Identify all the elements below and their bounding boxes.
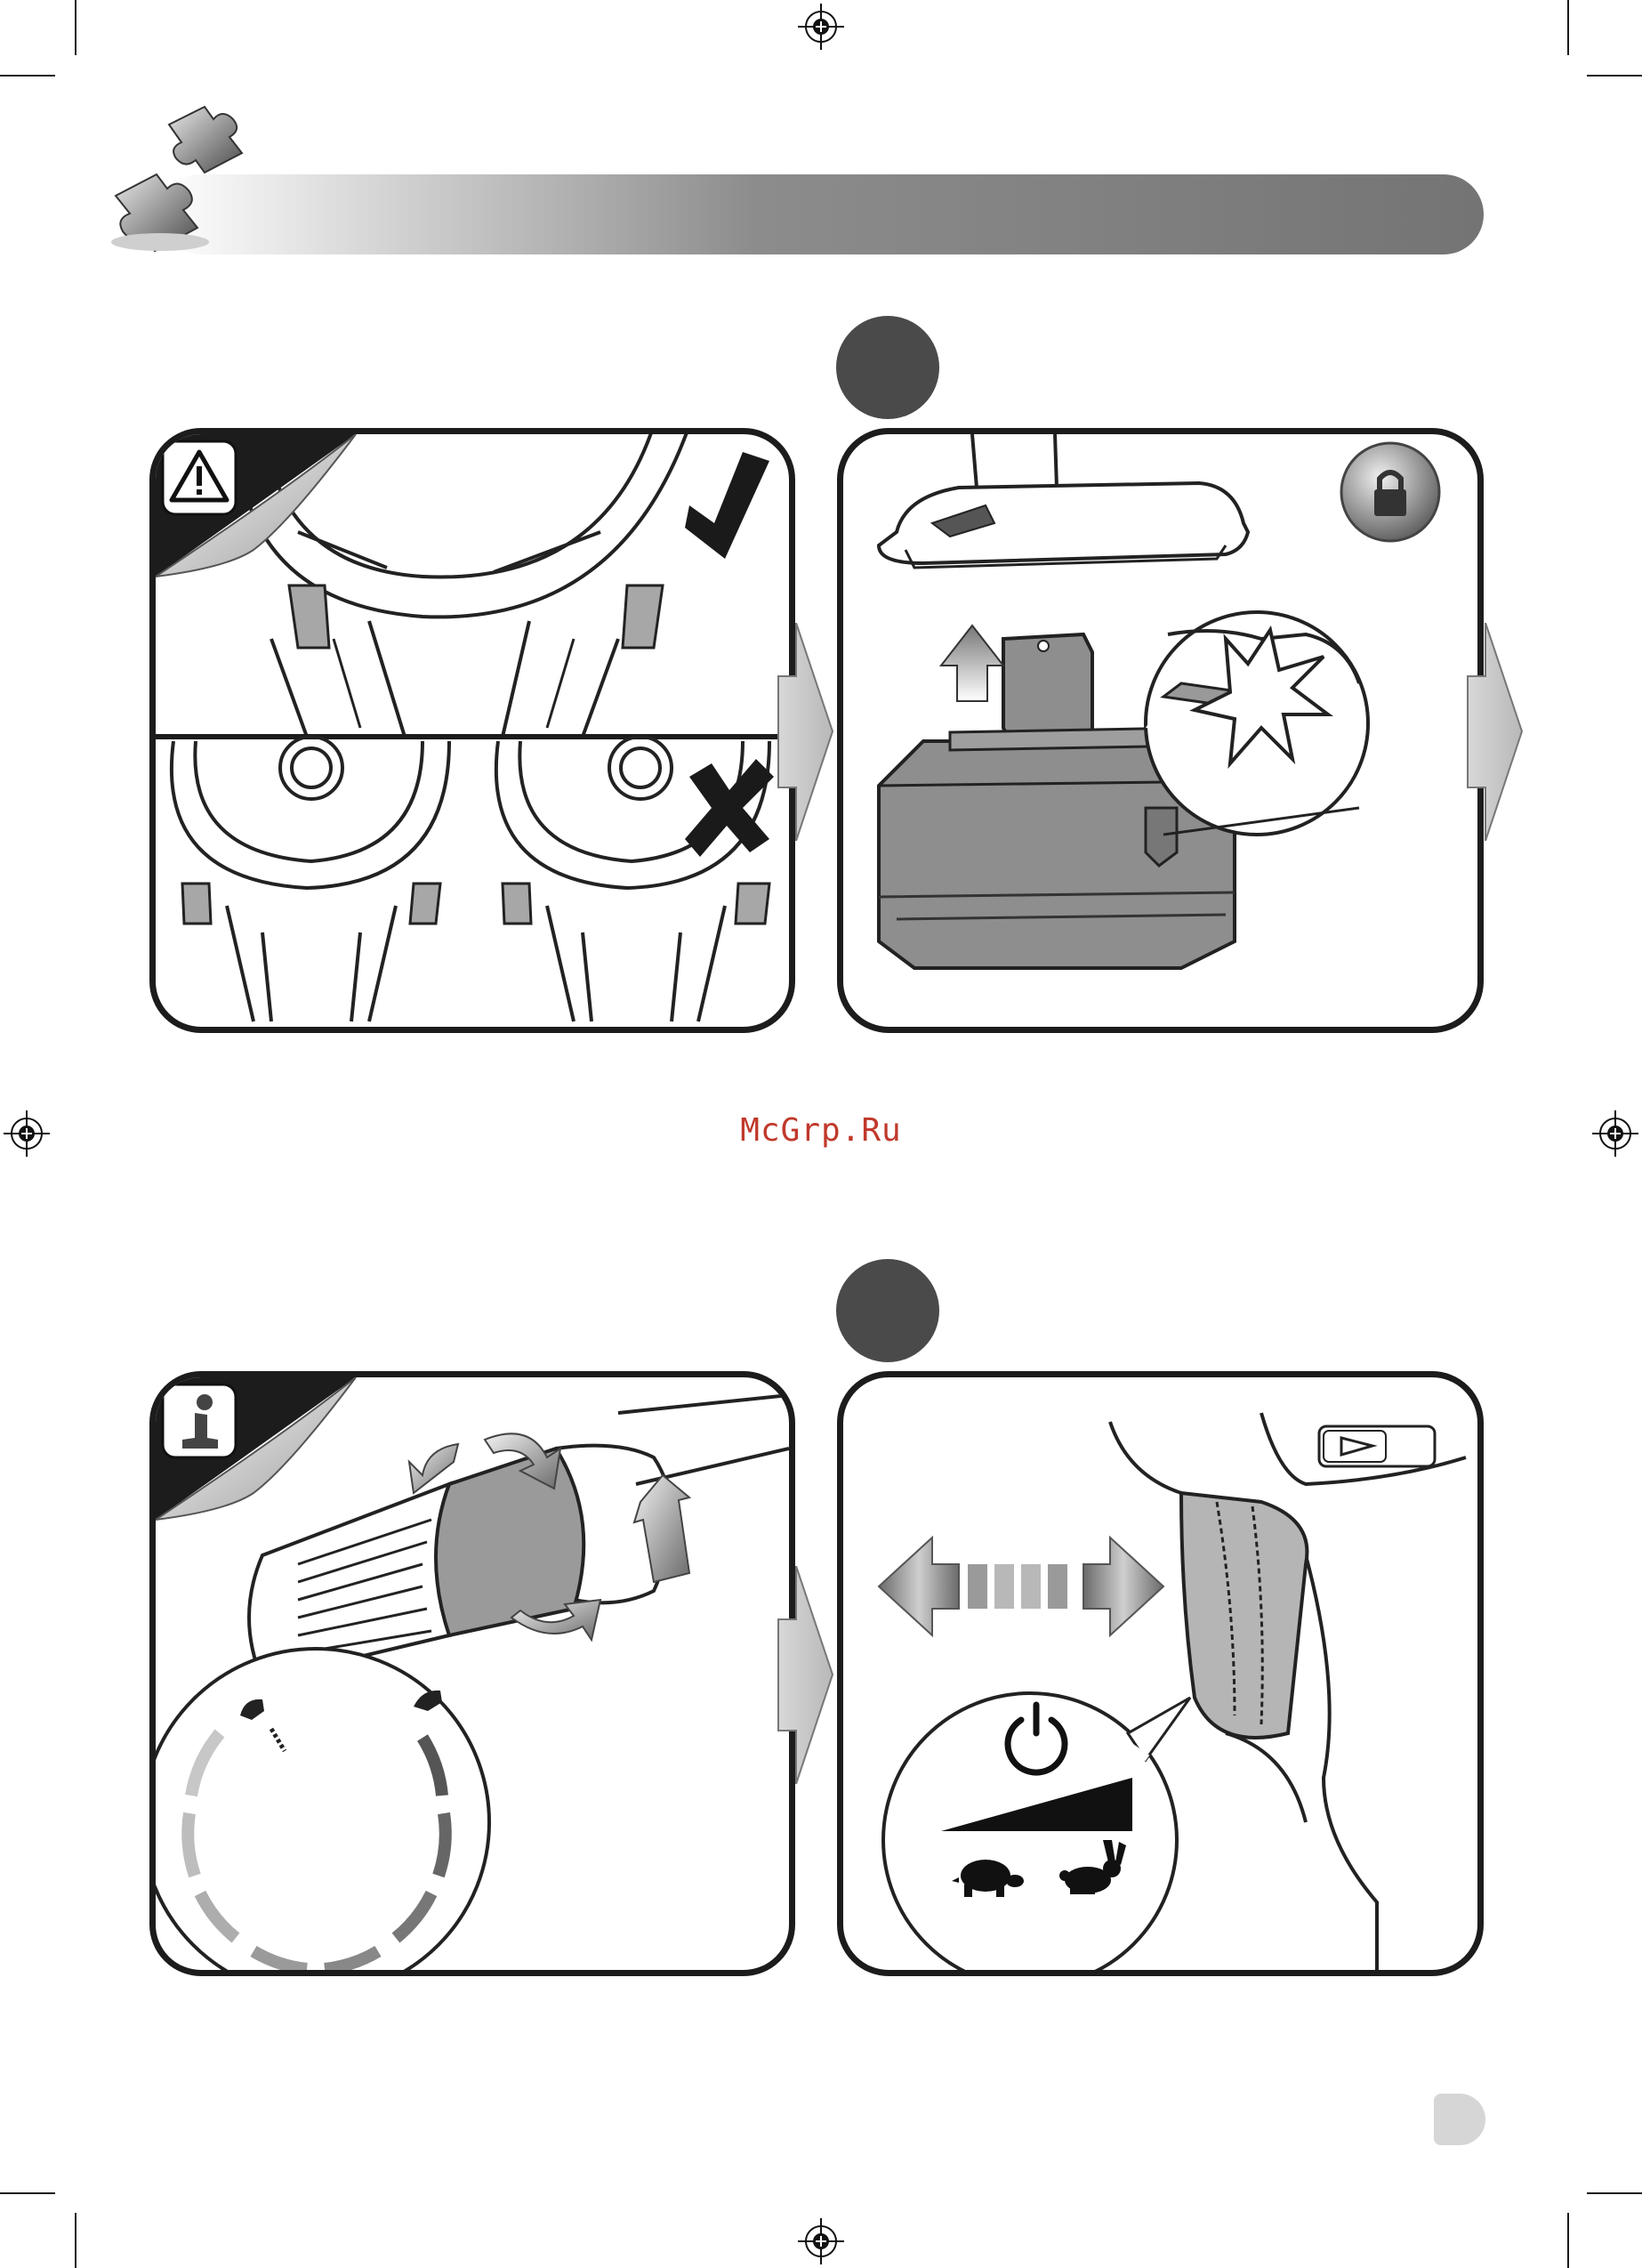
next-arrow-icon [777, 1566, 834, 1784]
clutch-dial-icon [156, 1649, 489, 1970]
registration-mark-icon [798, 4, 844, 50]
crop-mark [75, 0, 76, 55]
crop-mark [1567, 0, 1569, 55]
crop-mark [0, 75, 55, 77]
info-icon [163, 1384, 236, 1457]
crop-mark [75, 2213, 76, 2268]
registration-mark-icon [798, 2218, 844, 2264]
lock-icon [1341, 443, 1439, 541]
crop-mark [1587, 2192, 1642, 2194]
crop-mark [1567, 2213, 1569, 2268]
panel-torque-setting [149, 1371, 795, 1976]
warning-icon [163, 441, 236, 514]
crop-mark [0, 2192, 55, 2194]
up-arrow-icon [941, 626, 1003, 701]
crop-mark [1587, 75, 1642, 77]
play-icon [1319, 1426, 1435, 1466]
next-arrow-icon [777, 623, 834, 841]
panel-variable-speed-trigger [837, 1371, 1484, 1976]
header-banner [107, 89, 1494, 267]
step-badge [836, 1259, 939, 1362]
next-arrow-icon [1466, 623, 1524, 841]
watermark-text: McGrp.Ru [0, 1112, 1642, 1149]
panel-battery-alignment [149, 428, 795, 1033]
double-arrow-icon [879, 1538, 1163, 1635]
step-badge [836, 316, 939, 419]
checkmark-icon [685, 452, 769, 559]
panel-battery-insertion [837, 428, 1484, 1033]
page-number-tab [1434, 2094, 1485, 2145]
